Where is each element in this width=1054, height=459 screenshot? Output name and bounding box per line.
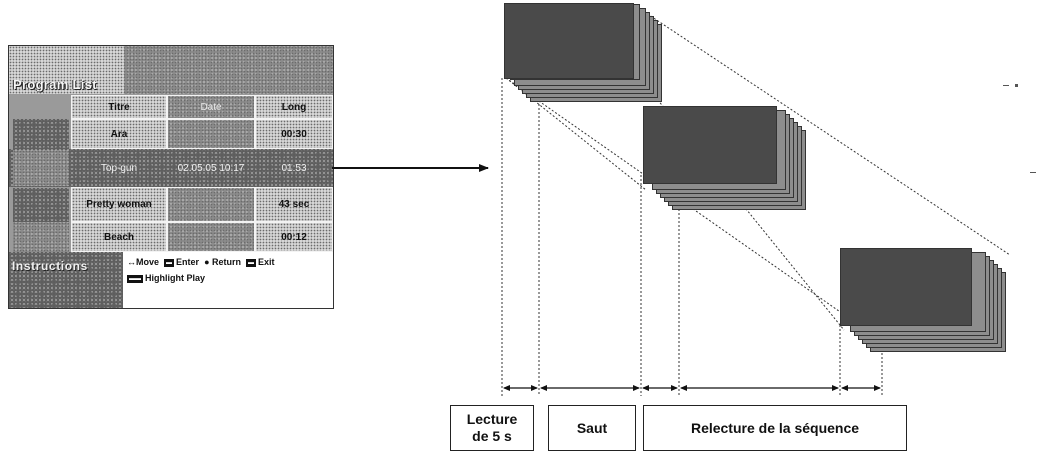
row-title[interactable]: Ara	[71, 119, 167, 149]
return-icon: ●	[204, 257, 210, 267]
legend-return: Return	[212, 257, 242, 267]
row-thumbnail	[13, 150, 69, 186]
program-list-title: Program List	[13, 77, 97, 92]
program-list-screen: Program List Titre Date Long Ara 00:30 T…	[8, 45, 334, 309]
select-key-icon: ▬▬	[127, 274, 143, 283]
row-length: 01:53	[281, 162, 307, 174]
video-frame-fish	[504, 3, 634, 79]
header-logo-area	[9, 46, 124, 94]
row-length: 43 sec	[255, 187, 333, 222]
video-frame-divers	[840, 248, 972, 326]
legend-enter: Enter	[176, 257, 200, 267]
exit-key-icon: ▬	[246, 258, 257, 267]
arrows-icon: ↔	[127, 257, 136, 267]
row-title[interactable]: Beach	[71, 222, 167, 252]
row-length: 00:12	[255, 222, 333, 252]
video-frame-underwater	[643, 106, 777, 184]
label-replay-text: Relecture de la séquence	[690, 419, 860, 436]
scan-specks	[1003, 84, 1036, 173]
enter-key-icon: ▬	[164, 258, 175, 267]
legend-line-1: ↔Move ▬Enter ● Return ▬Exit	[127, 257, 275, 267]
legend-move: Move	[136, 257, 160, 267]
instructions-label: Instructions	[12, 259, 88, 273]
row-date	[167, 222, 255, 252]
legend-exit: Exit	[258, 257, 275, 267]
column-header-date: Date	[167, 95, 255, 119]
label-play-5s: Lecture de 5 s	[450, 405, 534, 451]
row-length: 00:30	[255, 119, 333, 149]
row-date	[167, 119, 255, 149]
label-skip-text: Saut	[576, 419, 608, 436]
column-header-length: Long	[255, 95, 333, 119]
row-thumbnail	[13, 188, 69, 224]
row-title[interactable]: Pretty woman	[71, 187, 167, 222]
instructions-area	[9, 252, 123, 308]
column-header-title: Titre	[71, 95, 167, 119]
label-replay: Relecture de la séquence	[643, 405, 907, 451]
legend-highlight-play: Highlight Play	[145, 273, 206, 283]
row-date: 02.05.05 10:17	[177, 162, 245, 174]
legend-line-2: ▬▬Highlight Play	[127, 273, 205, 283]
row-date	[167, 187, 255, 222]
label-play-text: Lecture de 5 s	[466, 411, 518, 444]
vertical-guides	[501, 78, 883, 396]
legend-panel: ↔Move ▬Enter ● Return ▬Exit ▬▬Highlight …	[123, 252, 333, 308]
label-skip: Saut	[548, 405, 636, 451]
row-title[interactable]: Top-gun	[100, 162, 138, 174]
